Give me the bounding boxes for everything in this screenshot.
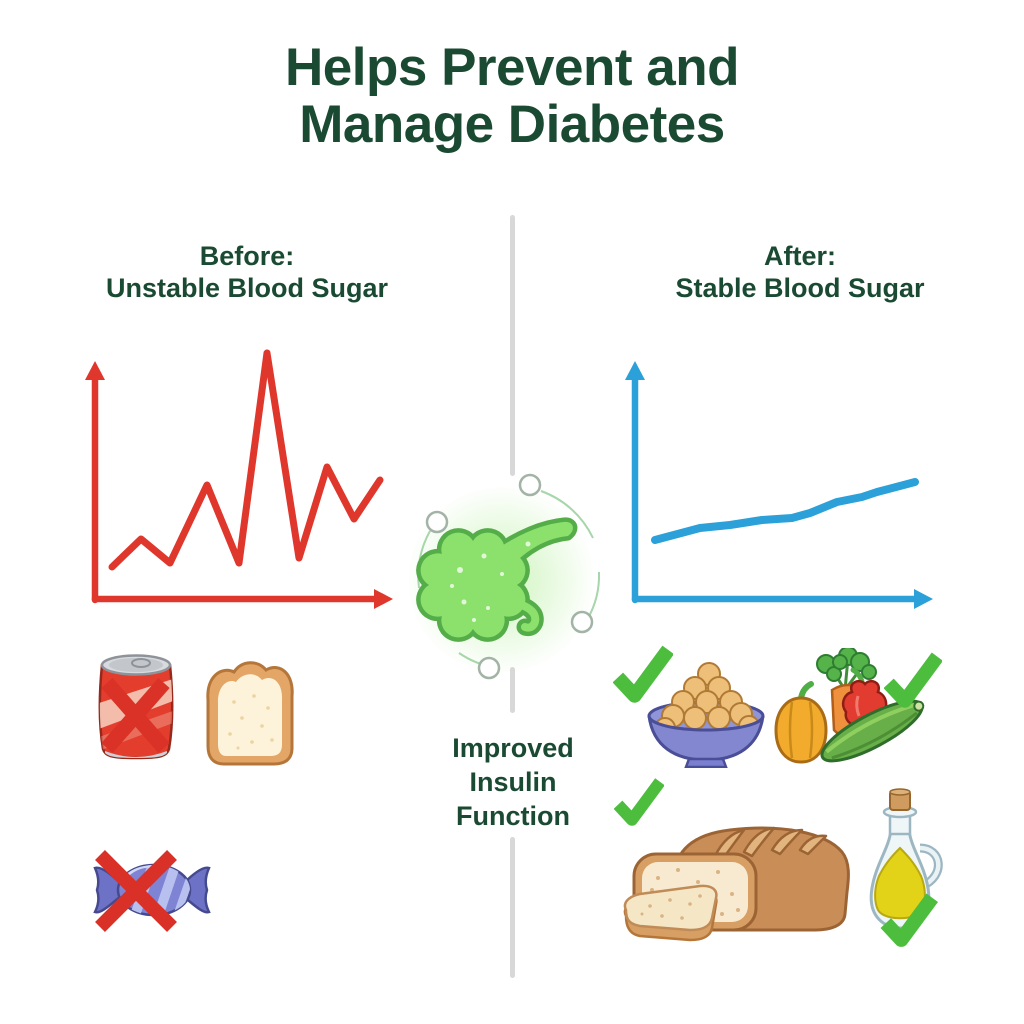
white-bread-slice-icon — [206, 661, 294, 766]
before-heading: Before: Unstable Blood Sugar — [105, 241, 389, 304]
center-caption: Improved Insulin Function — [452, 733, 574, 832]
after-heading: After: Stable Blood Sugar — [675, 241, 925, 304]
yellow-pepper — [774, 696, 828, 764]
y-axis-arrow-icon — [625, 361, 645, 380]
green-check-icon — [880, 893, 938, 947]
pull-tab — [131, 658, 151, 668]
divider-middle-segment — [510, 667, 515, 713]
pancreas-body — [420, 521, 573, 638]
stable-blood-sugar-chart — [625, 361, 933, 609]
parsley-leaves — [816, 648, 877, 682]
wrapped-candy-icon — [93, 850, 211, 932]
pancreas-icon — [406, 473, 601, 680]
green-check-icon — [614, 778, 664, 826]
green-check-icon — [884, 652, 942, 708]
unstable-line — [108, 349, 384, 571]
bowl-foot — [684, 757, 728, 768]
candy-wrapper-right — [181, 866, 211, 914]
olive-oil — [874, 846, 926, 920]
divider-bottom-segment — [510, 837, 515, 978]
red-cross-icon — [95, 850, 177, 932]
bread-speckles — [228, 694, 274, 750]
olive-oil-bottle-icon — [869, 788, 943, 930]
green-check-icon — [613, 645, 673, 703]
bread-slice — [623, 884, 718, 942]
legume-bowl-icon — [647, 662, 765, 768]
whole-grain-bread-icon — [623, 826, 850, 942]
x-axis-arrow-icon — [374, 589, 393, 609]
unstable-blood-sugar-chart — [85, 349, 393, 609]
ring-node-circles — [425, 473, 594, 680]
y-axis-arrow-icon — [85, 361, 105, 380]
x-axis-arrow-icon — [914, 589, 933, 609]
red-cross-icon — [101, 678, 170, 753]
stable-line — [651, 478, 919, 544]
zucchini — [820, 699, 925, 763]
fresh-vegetables-icon — [774, 648, 925, 764]
soda-can-icon — [98, 654, 174, 760]
page-title: Helps Prevent and Manage Diabetes — [285, 38, 739, 154]
yellow-pepper-stem — [798, 681, 814, 701]
divider-top-segment — [510, 215, 515, 476]
pancreas-highlights — [450, 541, 531, 622]
